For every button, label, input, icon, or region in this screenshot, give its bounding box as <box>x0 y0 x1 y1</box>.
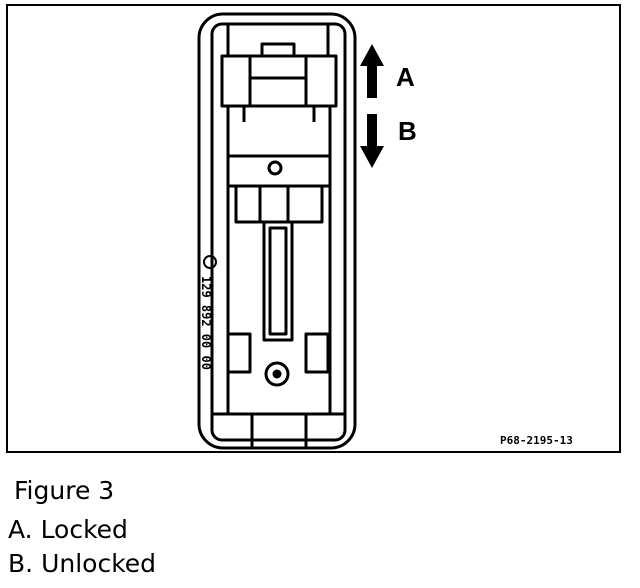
arrow-label-a: A <box>396 62 415 92</box>
legend-item-locked: A. Locked <box>8 517 128 542</box>
legend-item-unlocked: B. Unlocked <box>8 551 156 576</box>
figure-reference-code: P68-2195-13 <box>500 434 573 447</box>
locking-bolt <box>262 220 294 342</box>
legend-key: B. <box>8 549 34 578</box>
lower-body <box>212 186 345 448</box>
outer-housing <box>197 12 357 450</box>
arrow-down-icon <box>360 114 384 168</box>
slider-plate <box>226 154 332 224</box>
part-number: 129 892 00 00 <box>199 276 213 370</box>
brand-emblem <box>203 255 217 269</box>
lock-mechanism-diagram: A B 129 892 00 00 P68-2195-13 <box>197 12 573 450</box>
top-latch <box>220 22 338 160</box>
arrow-label-b: B <box>398 116 417 146</box>
legend-text: Unlocked <box>41 549 157 578</box>
figure-caption: Figure 3 <box>14 476 115 505</box>
legend-text: Locked <box>40 515 128 544</box>
figure-frame <box>6 4 621 453</box>
legend-key: A. <box>8 515 33 544</box>
arrow-up-icon <box>360 44 384 98</box>
